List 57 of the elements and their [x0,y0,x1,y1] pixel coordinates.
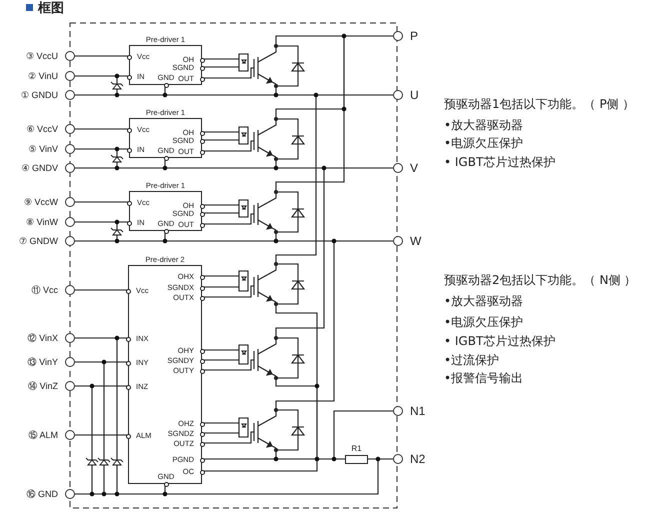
wire [75,201,129,203]
pin-label: ⑧ VinW [26,216,58,228]
pin-label: ⑭ VinZ [28,380,58,392]
wire [202,131,236,133]
wire [202,77,236,79]
pin-label: ⑮ ALM [28,429,58,441]
pin-label: V [410,162,418,174]
pin-label: W [410,235,422,247]
wire [75,434,128,436]
note-text: •放大器驱动器 [444,293,524,309]
wire [202,150,236,152]
pin-label: ⑥ VccV [26,123,58,135]
note-text: •电源欠压保护 [444,314,524,330]
wire [202,58,236,60]
pin-label: ⑤ VinV [28,143,58,155]
wire [202,275,236,277]
wire [202,432,236,434]
component-label: R1 [350,444,363,453]
pin-label: ① GNDU [21,89,58,101]
wire [202,369,236,371]
pin-label: N1 [410,405,426,417]
wire [333,410,393,460]
note-text: 预驱动器2包括以下功能。（ N侧 ） [444,272,636,288]
wire [202,286,236,288]
diagram-title: 框图 [38,0,64,15]
pin-label: ④ GNDV [21,162,58,174]
note-text: •电源欠压保护 [444,135,524,151]
wire [202,212,236,214]
pin-label: ② VinU [28,70,58,82]
wire [75,289,128,291]
wire [202,359,236,361]
wire [75,128,129,130]
pin-label: P [410,30,418,42]
note-text: • IGBT芯片过热保护 [444,333,556,349]
wire [202,349,236,351]
wire [75,55,129,57]
wire [202,204,236,206]
wire [202,139,236,141]
pin-label: U [410,89,419,101]
pin-label: ⑬ VinY [28,356,58,368]
note-text: •报警信号输出 [444,370,524,386]
pin-label: N2 [410,453,426,465]
pin-label: ③ VccU [26,50,58,62]
wire [202,66,236,68]
pin-label: ⑪ Vcc [31,284,58,296]
pin-label: ⑦ GNDW [19,235,58,247]
note-text: •过流保护 [444,352,500,368]
pin-label: ⑨ VccW [24,196,58,208]
wire [202,442,236,444]
pin-label: ⑯ GND [26,488,58,500]
note-text: • IGBT芯片过热保护 [444,154,556,170]
note-text: 预驱动器1包括以下功能。（ P侧 ） [444,96,634,112]
pin-label: ⑫ VinX [28,332,58,344]
note-text: •放大器驱动器 [444,117,524,133]
wire [202,223,236,225]
wire [202,296,236,298]
wire [202,422,236,424]
